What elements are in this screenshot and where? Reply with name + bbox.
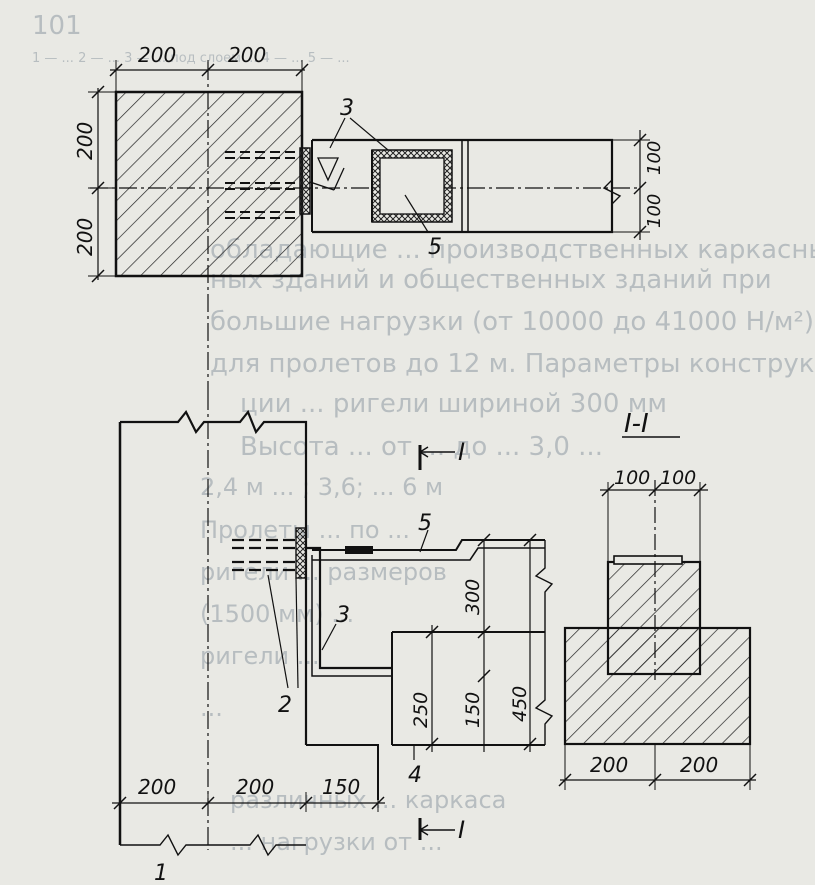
dim-label: 250 bbox=[410, 692, 432, 728]
bg-line: различных ... каркаса bbox=[230, 786, 506, 814]
dim-label: 100 bbox=[644, 141, 665, 175]
dim-label: 200 bbox=[228, 43, 266, 67]
dim-label: 200 bbox=[590, 753, 628, 777]
dim-label: 200 bbox=[73, 218, 97, 256]
dim-label: 450 bbox=[509, 686, 531, 722]
section-mark-bottom: I bbox=[458, 816, 465, 844]
section-mark-top: I bbox=[458, 438, 465, 466]
callout-3: 3 bbox=[336, 603, 350, 628]
bg-line: для пролетов до 12 м. Параметры конструк… bbox=[210, 349, 815, 379]
background-page-text: 101 1 — ... 2 — ... 3 — ... под слоем ..… bbox=[32, 11, 815, 856]
callout-5: 5 bbox=[418, 511, 432, 536]
bg-line: ных зданий и общественных зданий при bbox=[210, 265, 772, 295]
callout-5: 5 bbox=[428, 235, 442, 260]
dim-label: 200 bbox=[138, 775, 176, 799]
callout-2: 2 bbox=[278, 693, 292, 718]
callout-1: 1 bbox=[154, 861, 168, 885]
plan-dimension-labels: 200 200 200 200 100 100 3 5 bbox=[73, 43, 665, 260]
dim-label: 100 bbox=[644, 194, 665, 228]
dim-label: 200 bbox=[138, 43, 176, 67]
bg-line: 2,4 м ... ; 3,6; ... 6 м bbox=[200, 473, 443, 501]
dim-label: 300 bbox=[462, 579, 484, 615]
bg-line: ... bbox=[200, 694, 223, 722]
bg-line: 1 — ... 2 — ... 3 — ... под слоем ... 4 … bbox=[32, 51, 350, 66]
bg-line: ции ... ригели шириной 300 мм bbox=[240, 389, 667, 419]
section-title: I-I bbox=[624, 409, 649, 439]
section-view bbox=[558, 436, 757, 790]
section-rib bbox=[606, 560, 702, 676]
elevation-view bbox=[112, 392, 554, 857]
page-number: 101 bbox=[32, 11, 82, 41]
section-labels: I-I 100 100 200 200 bbox=[590, 409, 718, 777]
bg-line: большие нагрузки (от 10000 до 41000 Н/м²… bbox=[210, 307, 814, 337]
dim-label: 200 bbox=[680, 753, 718, 777]
dim-label: 100 bbox=[660, 467, 696, 489]
dim-label: 200 bbox=[236, 775, 274, 799]
callout-4: 4 bbox=[408, 763, 422, 788]
dim-label: 200 bbox=[73, 122, 97, 160]
plan-view bbox=[88, 60, 650, 392]
dim-label: 150 bbox=[322, 775, 360, 799]
anchor-bolts-plan bbox=[225, 151, 300, 219]
bg-line: обладающие ... производственных каркасны… bbox=[210, 235, 815, 265]
dim-label: 100 bbox=[614, 467, 650, 489]
dim-label: 150 bbox=[462, 692, 484, 728]
elevation-labels: I I 200 200 150 300 150 450 250 1 2 3 4 … bbox=[138, 438, 531, 885]
callout-3: 3 bbox=[340, 96, 354, 121]
bg-line: ригели ... bbox=[200, 642, 320, 670]
